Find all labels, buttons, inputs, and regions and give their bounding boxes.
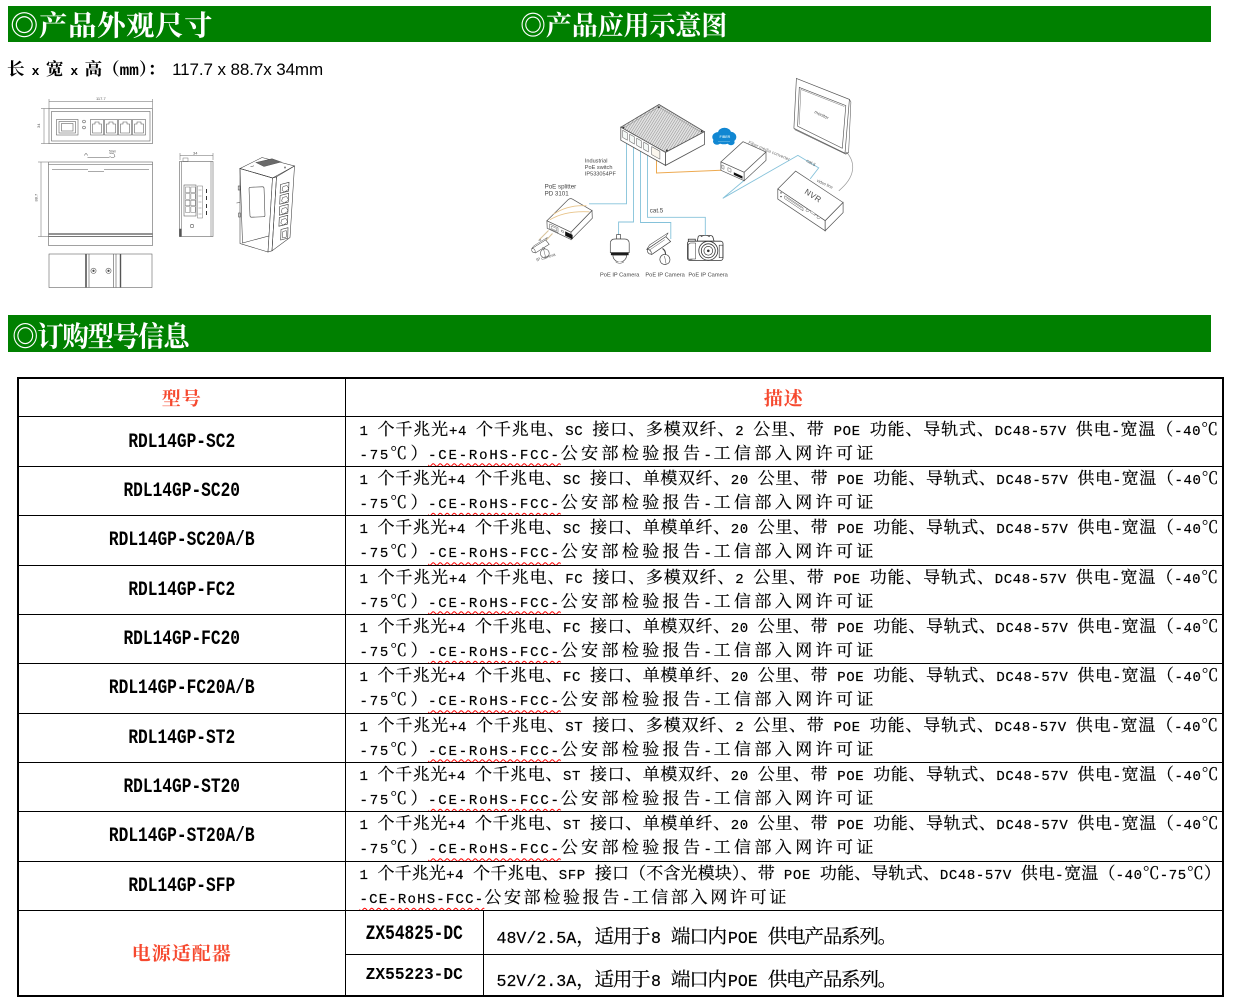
svg-text:PoE IP Camera: PoE IP Camera — [645, 273, 685, 279]
svg-text:117.7: 117.7 — [96, 96, 106, 101]
svg-text:5mm: 5mm — [109, 150, 116, 154]
svg-text:cat.5: cat.5 — [650, 207, 664, 214]
svg-text:34: 34 — [36, 123, 41, 128]
svg-text:IP camera: IP camera — [536, 252, 557, 263]
svg-text:Industrial: Industrial — [585, 159, 608, 165]
svg-text:PoE IP Camera: PoE IP Camera — [600, 273, 640, 279]
svg-text:34: 34 — [193, 151, 198, 156]
svg-text:cat.5: cat.5 — [806, 158, 818, 168]
svg-text:PoE switch: PoE switch — [585, 165, 613, 171]
svg-text:88.7: 88.7 — [34, 193, 39, 202]
svg-text:monitor: monitor — [814, 109, 830, 120]
svg-text:PoE splitter: PoE splitter — [545, 184, 577, 191]
svg-text:FIBER: FIBER — [720, 135, 731, 139]
svg-text:PD 3101: PD 3101 — [545, 191, 570, 198]
svg-text:PoE IP Camera: PoE IP Camera — [688, 273, 728, 279]
svg-text:IP533054PF: IP533054PF — [585, 171, 617, 177]
